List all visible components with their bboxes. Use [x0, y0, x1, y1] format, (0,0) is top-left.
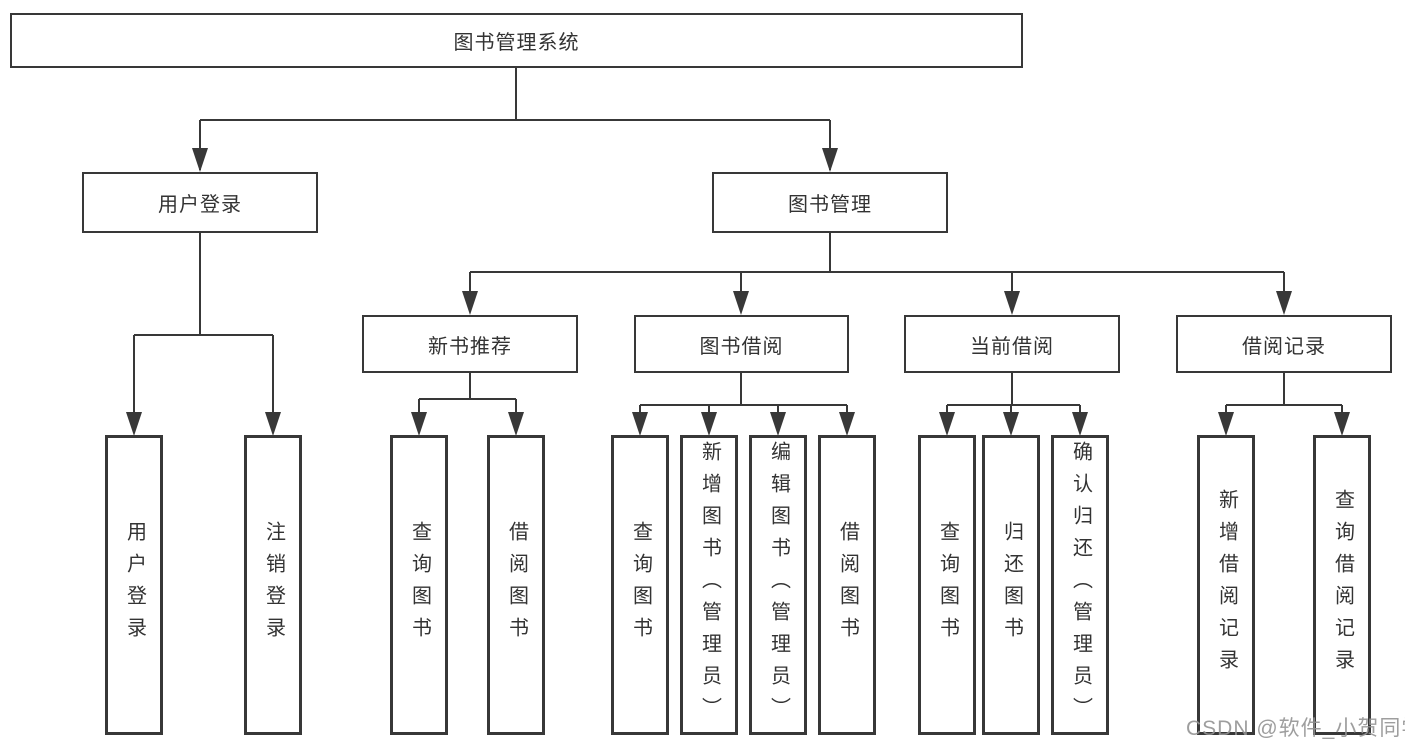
node-new-book-recommend: 新书推荐	[362, 315, 578, 373]
node-library-system-label: 图书管理系统	[453, 32, 580, 54]
arrowheads-new-book-recommend	[411, 412, 524, 436]
node-borrowing-records: 借阅记录	[1176, 315, 1392, 373]
node-library-system: 图书管理系统	[10, 13, 1023, 68]
connector-book-borrowing	[639, 373, 848, 433]
node-borrowing-records-label: 借阅记录	[1242, 335, 1326, 358]
node-current-borrowing-label: 当前借阅	[970, 335, 1054, 358]
leaf-query-books-borrowing: 查询图书	[611, 435, 669, 735]
node-book-management-label: 图书管理	[788, 194, 872, 216]
leaf-add-book-admin: 新增图书（管理员）	[680, 435, 738, 735]
connector-user-login-branch	[133, 233, 274, 433]
arrowheads-borrowing-records	[1218, 412, 1350, 436]
leaf-user-login: 用户登录	[105, 435, 163, 735]
node-user-login-label: 用户登录	[158, 194, 242, 216]
csdn-watermark: CSDN @软件_小贺同学	[1186, 717, 1405, 740]
leaf-logout: 注销登录	[244, 435, 302, 735]
leaf-borrow-books-recommend: 借阅图书	[487, 435, 545, 735]
arrowheads-level3	[462, 291, 1292, 315]
node-current-borrowing: 当前借阅	[904, 315, 1120, 373]
leaf-confirm-return-admin: 确认归还（管理员）	[1051, 435, 1109, 735]
connector-borrowing-records	[1225, 373, 1343, 433]
node-new-book-recommend-label: 新书推荐	[428, 335, 512, 358]
leaf-query-borrow-record: 查询借阅记录	[1313, 435, 1371, 735]
arrowheads-user-login-branch	[126, 412, 281, 436]
connector-new-book-recommend	[418, 373, 517, 433]
node-book-borrowing: 图书借阅	[634, 315, 849, 373]
leaf-query-books-current: 查询图书	[918, 435, 976, 735]
connector-root-to-level2	[199, 68, 831, 170]
node-book-management: 图书管理	[712, 172, 948, 233]
leaf-query-books-recommend: 查询图书	[390, 435, 448, 735]
connector-book-management-branch	[469, 233, 1285, 312]
node-book-borrowing-label: 图书借阅	[699, 335, 784, 358]
node-user-login: 用户登录	[82, 172, 318, 233]
leaf-add-borrow-record: 新增借阅记录	[1197, 435, 1255, 735]
leaf-return-book: 归还图书	[982, 435, 1040, 735]
arrowheads-level2	[192, 148, 838, 172]
arrowheads-current-borrowing	[939, 412, 1088, 436]
leaf-edit-book-admin: 编辑图书（管理员）	[749, 435, 807, 735]
leaf-borrow-books-borrowing: 借阅图书	[818, 435, 876, 735]
arrowheads-book-borrowing	[632, 412, 855, 436]
